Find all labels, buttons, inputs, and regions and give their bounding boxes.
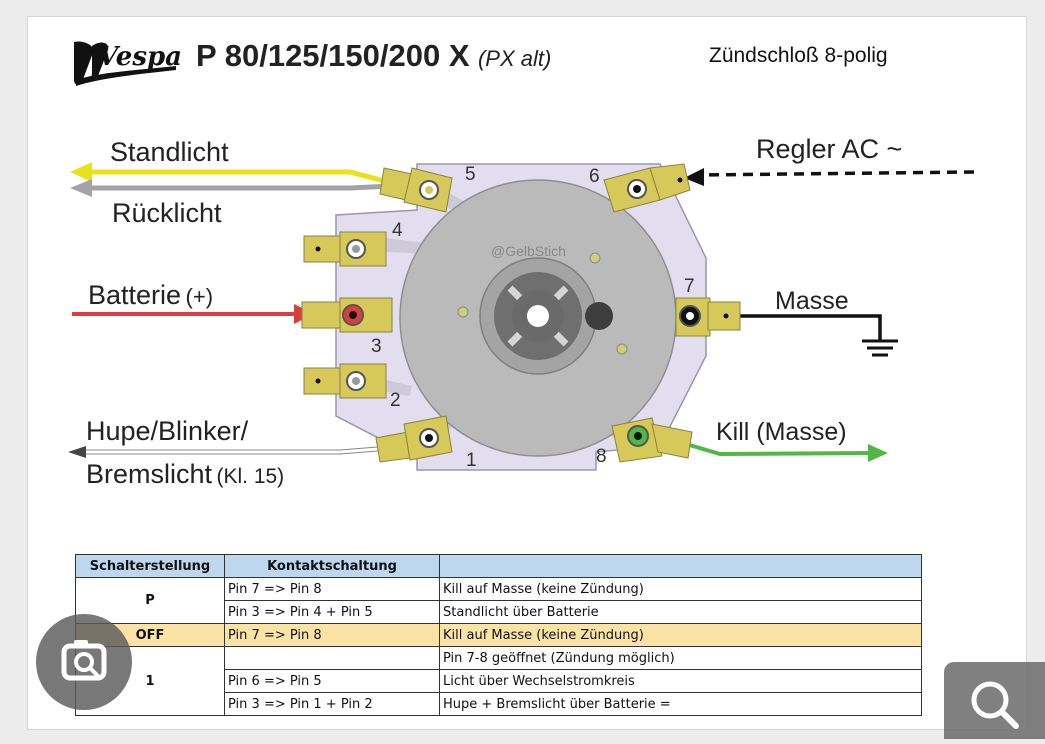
search-button[interactable]: [944, 662, 1045, 739]
key-hole: [527, 305, 549, 327]
wire-masse: [720, 314, 882, 340]
model-title: P 80/125/150/200 X (PX alt): [196, 38, 551, 74]
image-search-button[interactable]: [36, 614, 132, 710]
col-header-kontaktschaltung: Kontaktschaltung: [224, 554, 440, 578]
label-ruecklicht: Rücklicht: [112, 198, 222, 228]
terminal-1: [375, 415, 453, 463]
switch-position-table: Schalterstellung Kontaktschaltung P Pin …: [75, 554, 922, 716]
terminal-3: [301, 297, 393, 333]
detent-pin: [585, 302, 613, 330]
wire-kill: [685, 442, 873, 457]
pin-number-8: 8: [596, 446, 607, 467]
terminal-6: [603, 163, 691, 213]
pin-number-2: 2: [390, 390, 401, 411]
table-row: Pin 3 => Pin 1 + Pin 2 Hupe + Bremslicht…: [76, 692, 922, 716]
description-cell: Kill auf Masse (keine Zündung): [439, 577, 922, 601]
terminal-7: [675, 297, 741, 337]
pin-number-1: 1: [466, 450, 477, 471]
table-header-row: Schalterstellung Kontaktschaltung: [75, 554, 922, 578]
watermark: @GelbStich: [491, 243, 566, 259]
pin-number-7: 7: [684, 276, 695, 297]
terminal-4: [303, 231, 387, 267]
description-cell: Licht über Wechselstromkreis: [439, 669, 922, 693]
pin-number-4: 4: [392, 220, 403, 241]
label-masse: Masse: [775, 287, 849, 315]
terminal-8: [611, 417, 693, 463]
table-row: 1 Pin 7-8 geöffnet (Zündung möglich): [75, 646, 922, 716]
model-variant: (PX alt): [477, 46, 552, 71]
description-cell: Hupe + Bremslicht über Batterie =: [439, 692, 922, 716]
wire-regler: [699, 170, 975, 177]
brand-name: Vespa: [98, 42, 182, 72]
label-batterie-plus: (+): [185, 284, 214, 309]
label-bremslicht: Bremslicht (Kl. 15): [86, 459, 284, 490]
col-header-description: [439, 554, 922, 578]
subtitle: Zündschloß 8-polig: [709, 44, 888, 67]
contact-cell: [224, 646, 440, 670]
label-regler: Regler AC ~: [756, 134, 903, 164]
contact-cell: Pin 3 => Pin 4 + Pin 5: [224, 600, 440, 624]
pin-number-3: 3: [371, 336, 382, 357]
table-row: Pin 3 => Pin 4 + Pin 5 Standlicht über B…: [76, 600, 922, 624]
label-kl15: (Kl. 15): [216, 465, 285, 488]
description-cell: Standlicht über Batterie: [439, 600, 922, 624]
search-icon: [971, 681, 1019, 729]
terminal-5: [379, 167, 453, 213]
label-batterie-text: Batterie: [88, 280, 182, 310]
label-batterie: Batterie (+): [88, 280, 213, 311]
terminal-2: [303, 363, 387, 399]
table-row: P Pin 7 => Pin 8 Kill auf Masse (keine Z…: [75, 577, 922, 624]
col-header-schalterstellung: Schalterstellung: [75, 554, 225, 578]
label-kill: Kill (Masse): [716, 418, 847, 446]
pin-number-6: 6: [589, 166, 600, 187]
contact-cell: Pin 6 => Pin 5: [224, 669, 440, 693]
label-hupe: Hupe/Blinker/: [86, 416, 249, 446]
label-bremslicht-text: Bremslicht: [86, 459, 213, 489]
contact-cell: Pin 7 => Pin 8: [224, 577, 440, 601]
arm-2: [386, 380, 412, 396]
contact-cell: Pin 7 => Pin 8: [224, 623, 440, 647]
vespa-logo-graphic: [74, 41, 176, 86]
description-cell: Kill auf Masse (keine Zündung): [439, 623, 922, 647]
wire-ruecklicht: [86, 183, 393, 191]
model-name: P 80/125/150/200 X: [196, 38, 470, 73]
contact-cell: Pin 3 => Pin 1 + Pin 2: [224, 692, 440, 716]
pin-number-5: 5: [465, 164, 476, 185]
description-cell: Pin 7-8 geöffnet (Zündung möglich): [439, 646, 922, 670]
wire-standlicht: [84, 169, 393, 186]
vespa-logo: Vespa: [70, 36, 182, 93]
label-standlicht: Standlicht: [110, 137, 229, 167]
image-search-icon: [61, 640, 107, 681]
table-row-off: OFF Pin 7 => Pin 8 Kill auf Masse (keine…: [75, 623, 922, 647]
